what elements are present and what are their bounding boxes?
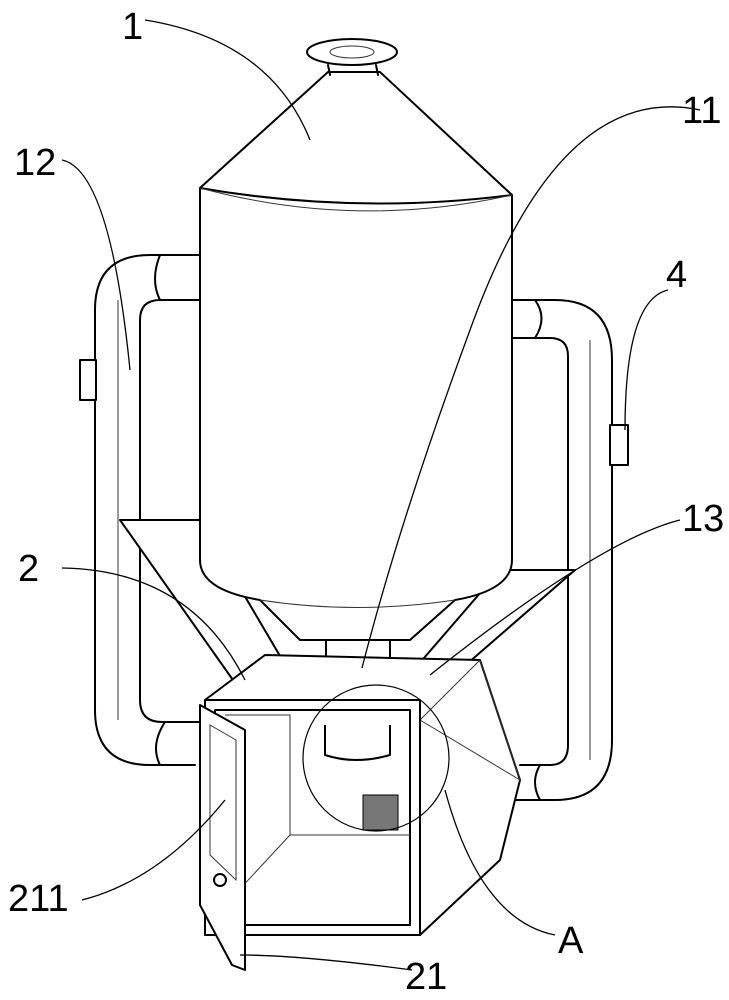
bracket-4 (610, 425, 628, 465)
label-211: 211 (8, 880, 69, 918)
label-1: 1 (122, 8, 143, 46)
label-11: 11 (682, 92, 721, 130)
label-a: A (558, 922, 583, 960)
label-2: 2 (18, 550, 39, 588)
right-pipe-frame (495, 300, 628, 800)
mesh-panel (363, 795, 398, 830)
left-pipe-frame-12 (80, 255, 200, 765)
box-2 (205, 655, 520, 935)
label-4: 4 (666, 256, 687, 294)
top-flange (307, 39, 397, 65)
left-bracket (80, 360, 96, 400)
label-12: 12 (14, 144, 56, 182)
label-21: 21 (405, 958, 447, 996)
label-13: 13 (682, 500, 724, 538)
tank-1 (200, 39, 512, 640)
